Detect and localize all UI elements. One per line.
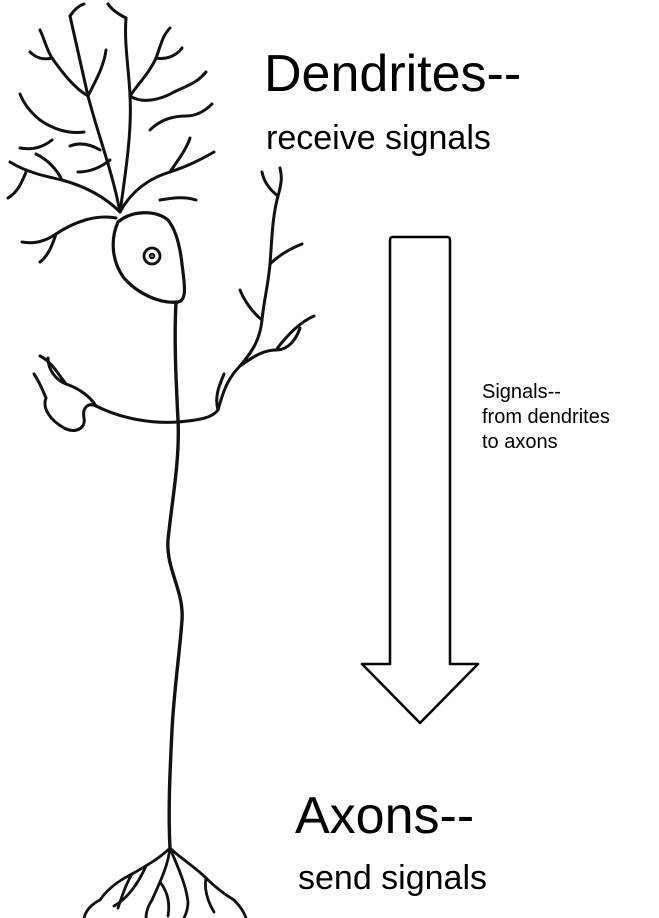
dendrite-tree [8,4,214,262]
signal-flow-line: to axons [482,430,610,455]
axons-heading: Axons-- [295,786,474,846]
dendrites-heading: Dendrites-- [264,44,521,104]
side-dendrites [34,168,314,430]
nucleus [144,248,160,264]
signal-direction-arrow [355,232,485,732]
signal-flow-note: Signals-- from dendrites to axons [482,380,610,455]
signal-flow-line: Signals-- [482,380,610,405]
dendrites-caption: receive signals [266,118,491,158]
axon [168,302,182,848]
cell-body [113,213,184,303]
signal-flow-line: from dendrites [482,405,610,430]
axons-caption: send signals [298,858,487,898]
axon-terminals [84,848,246,918]
